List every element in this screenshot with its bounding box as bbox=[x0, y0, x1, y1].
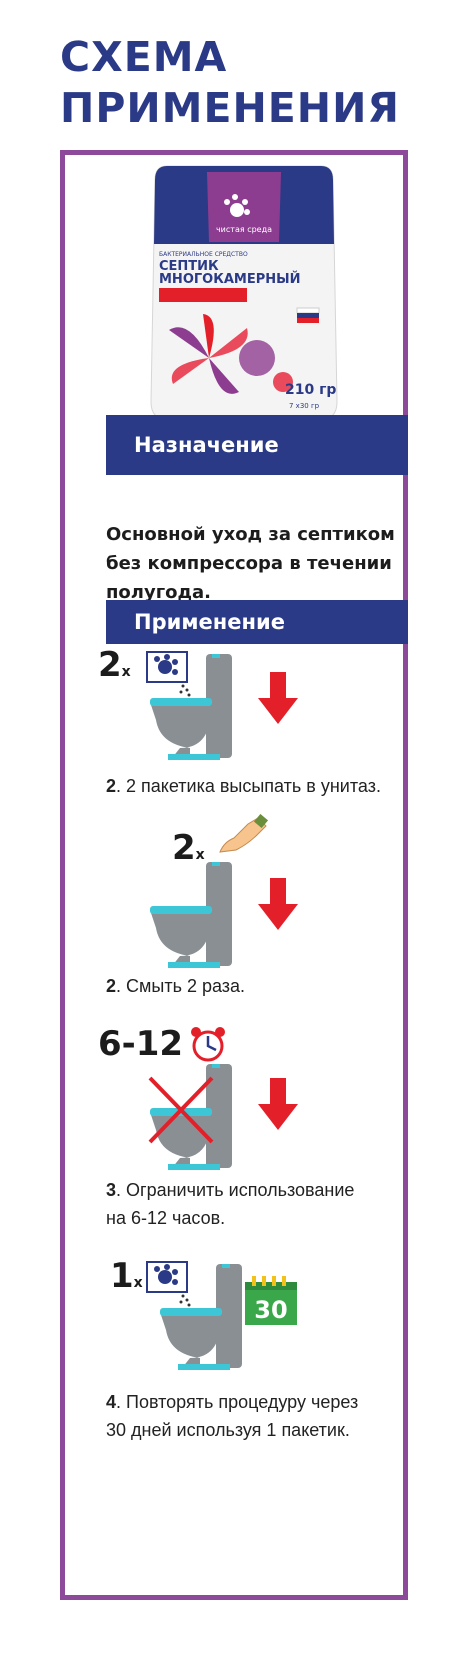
product-package-image: чистая среда БАКТЕРИАЛЬНОЕ СРЕДСТВО СЕПТ… bbox=[150, 165, 338, 421]
purpose-text: Основной уход за септиком без компрессор… bbox=[106, 524, 395, 603]
content-frame bbox=[60, 150, 408, 1600]
prohibited-cross-icon bbox=[148, 1076, 214, 1144]
down-arrow-icon bbox=[258, 878, 298, 930]
toilet-icon bbox=[160, 1264, 242, 1370]
title-line-1: СХЕМА bbox=[60, 33, 228, 81]
step1-text: 2. 2 пакетика высыпать в унитаз. bbox=[106, 776, 381, 796]
step3-multiplier: 6-12 bbox=[98, 1024, 184, 1064]
package-weight: 210 гр bbox=[285, 382, 336, 398]
calendar-icon: 30 bbox=[245, 1276, 297, 1325]
step2-multiplier: 2x bbox=[172, 828, 205, 868]
hand-press-icon bbox=[219, 814, 269, 853]
down-arrow-icon bbox=[258, 672, 298, 724]
package-name-2: МНОГОКАМЕРНЫЙ bbox=[159, 271, 300, 287]
section-purpose-header: Назначение bbox=[106, 415, 408, 475]
alarm-clock-icon bbox=[191, 1027, 225, 1062]
sachet-icon bbox=[146, 651, 191, 697]
toilet-icon bbox=[150, 862, 232, 968]
toilet-icon bbox=[150, 654, 232, 760]
package-brand: чистая среда bbox=[216, 225, 272, 234]
sachet-icon bbox=[146, 1261, 191, 1307]
title-line-2: ПРИМЕНЕНИЯ bbox=[60, 84, 401, 132]
package-category: БАКТЕРИАЛЬНОЕ СРЕДСТВО bbox=[159, 251, 248, 258]
section-usage-header: Применение bbox=[106, 600, 408, 644]
calendar-day: 30 bbox=[254, 1296, 287, 1324]
package-sachets: 7 x30 гр bbox=[289, 402, 320, 410]
down-arrow-icon bbox=[258, 1078, 298, 1130]
step4-multiplier: 1x bbox=[110, 1256, 143, 1296]
page-title: СХЕМА ПРИМЕНЕНИЯ bbox=[60, 32, 400, 134]
package-name-1: СЕПТИК bbox=[159, 259, 219, 274]
step1-multiplier: 2x bbox=[98, 645, 131, 685]
step2-text: 2. Смыть 2 раза. bbox=[106, 976, 246, 996]
